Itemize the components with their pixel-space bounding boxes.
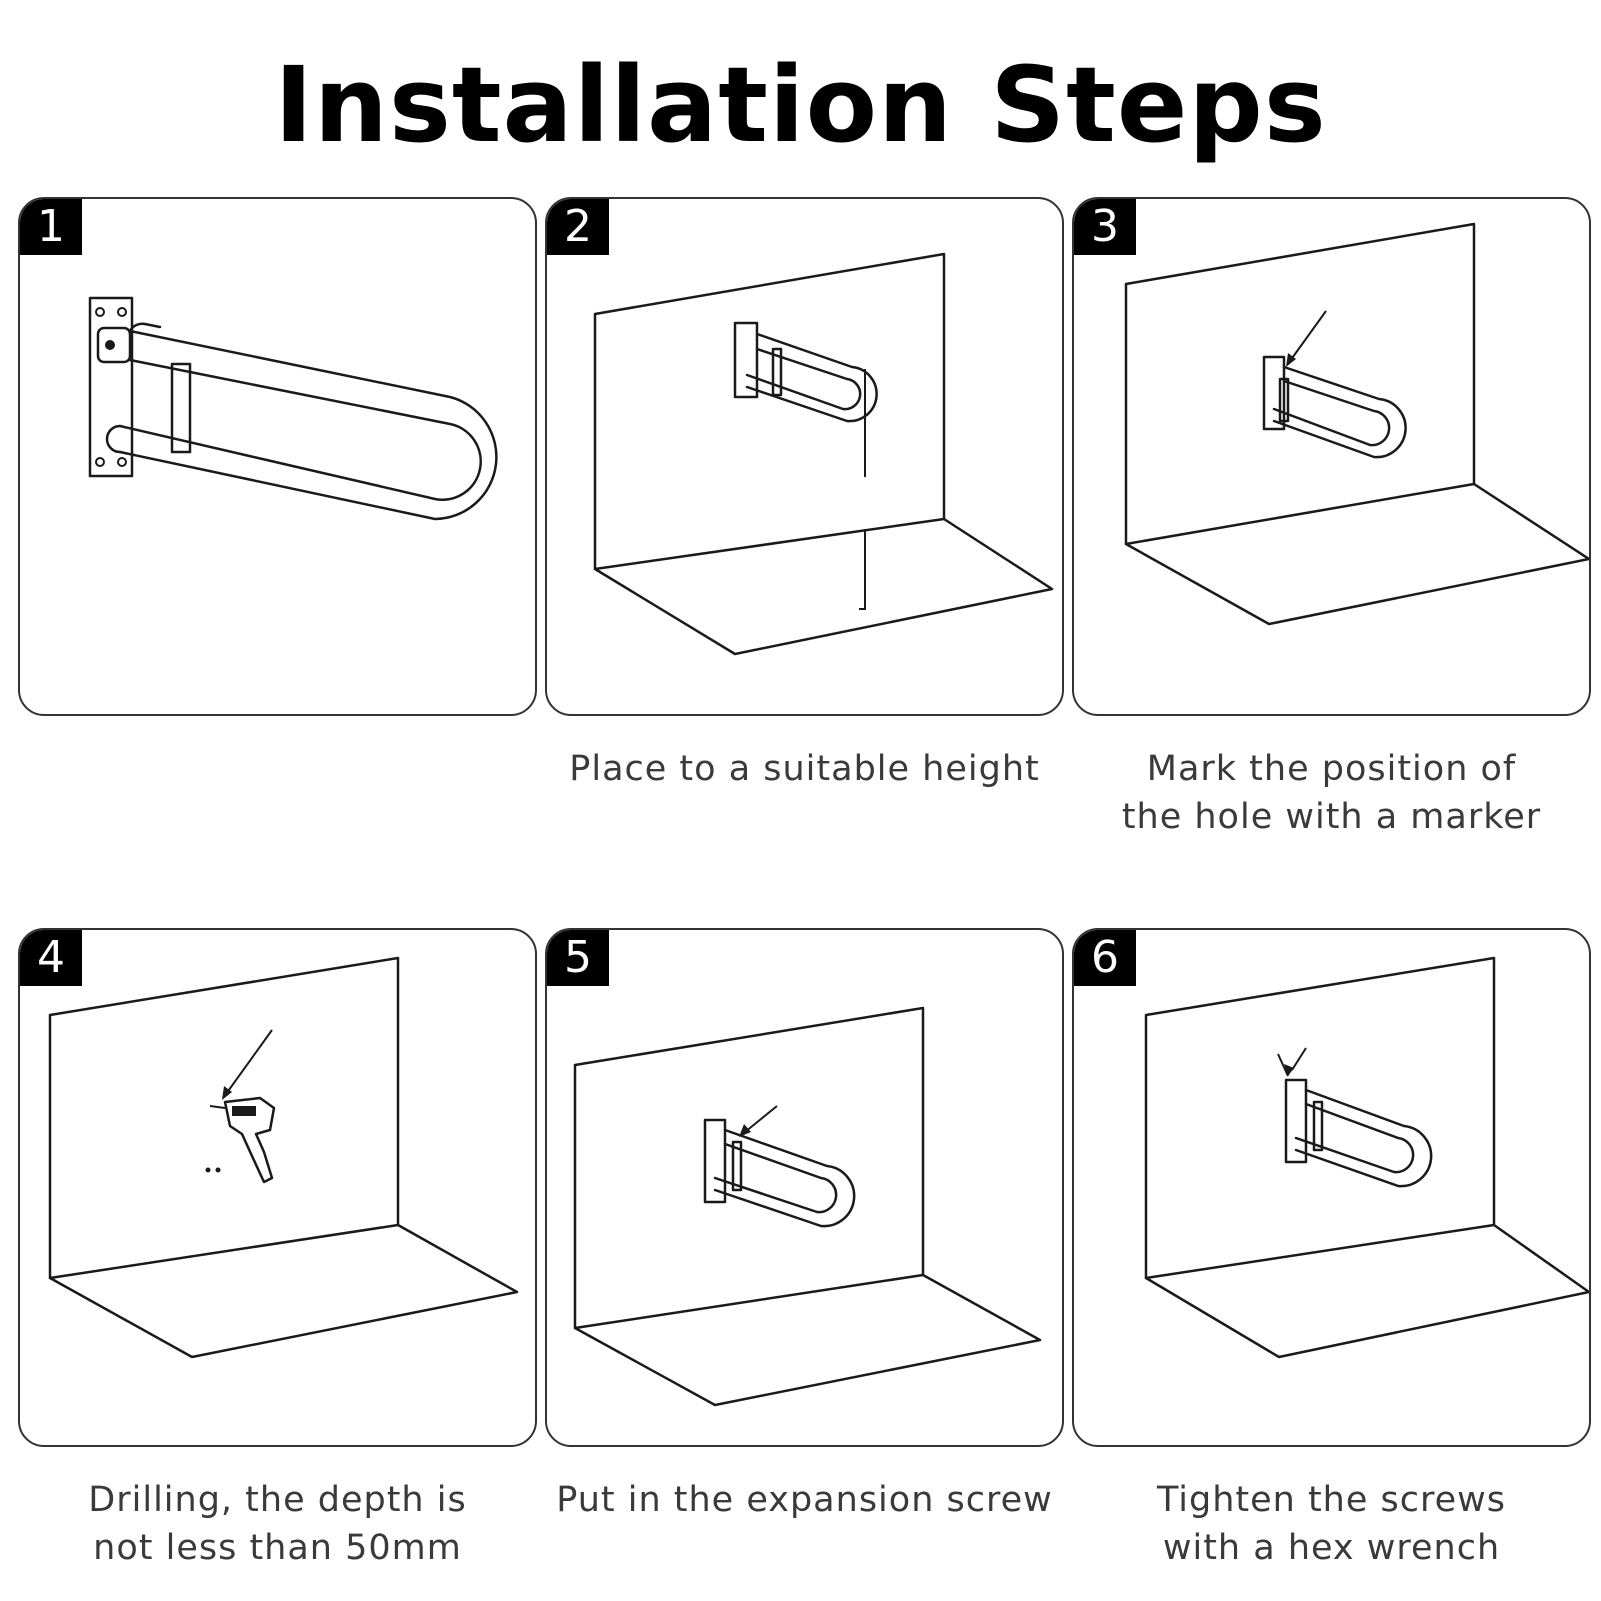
expansion-screw-illustration <box>573 1006 1042 1407</box>
drilling-illustration <box>48 956 519 1359</box>
step-6-caption: Tighten the screws with a hex wrench <box>1072 1476 1591 1572</box>
caption-line: Place to a suitable height <box>569 749 1040 789</box>
step-5-caption: Put in the expansion screw <box>545 1476 1064 1524</box>
step-number: 4 <box>20 930 82 986</box>
caption-line: with a hex wrench <box>1162 1528 1501 1568</box>
page-title: Installation Steps <box>274 44 1327 166</box>
caption-line: not less than 50mm <box>93 1528 462 1568</box>
step-number: 6 <box>1074 930 1136 986</box>
step-number: 3 <box>1074 199 1136 255</box>
step-3-caption: Mark the position of the hole with a mar… <box>1072 745 1591 841</box>
wall-placement-illustration <box>593 252 1054 656</box>
step-4-caption: Drilling, the depth is not less than 50m… <box>18 1476 537 1572</box>
tighten-screws-illustration <box>1144 956 1589 1359</box>
step-number: 2 <box>547 199 609 255</box>
caption-line: the hole with a marker <box>1121 797 1542 837</box>
caption-line: Mark the position of <box>1146 749 1517 789</box>
step-4-panel: 4 <box>18 928 537 1447</box>
step-number: 5 <box>547 930 609 986</box>
step-number: 1 <box>20 199 82 255</box>
grab-bar-illustration <box>88 296 498 521</box>
caption-line: Drilling, the depth is <box>88 1480 467 1520</box>
step-2-caption: Place to a suitable height <box>545 745 1064 793</box>
step-1-panel: 1 <box>18 197 537 716</box>
marking-illustration <box>1124 222 1589 626</box>
step-3-panel: 3 <box>1072 197 1591 716</box>
caption-line: Put in the expansion screw <box>556 1480 1053 1520</box>
caption-line: Tighten the screws <box>1156 1480 1507 1520</box>
step-6-panel: 6 <box>1072 928 1591 1447</box>
step-5-panel: 5 <box>545 928 1064 1447</box>
step-2-panel: 2 <box>545 197 1064 716</box>
